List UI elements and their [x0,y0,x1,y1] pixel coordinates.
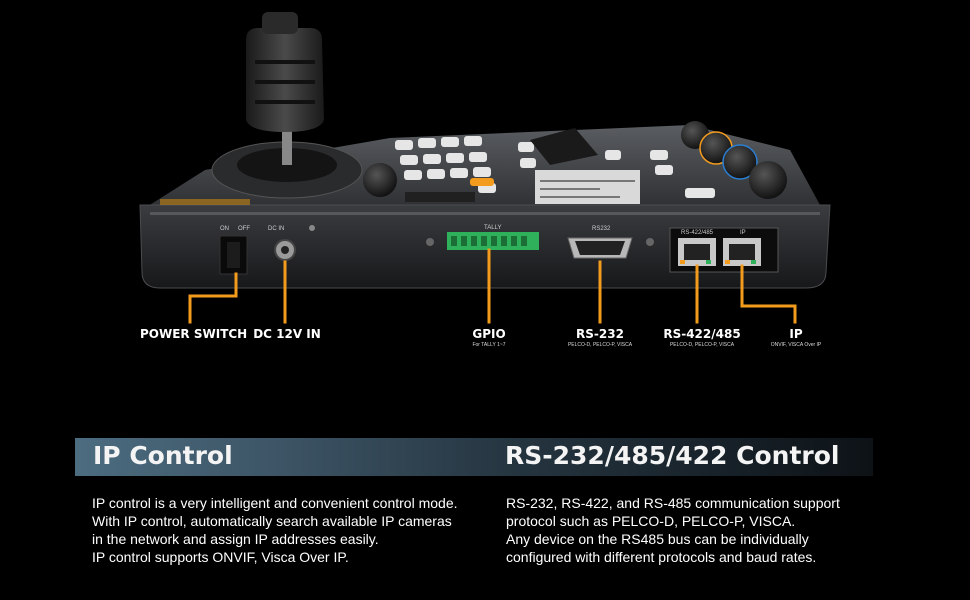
description-line: in the network and assign IP addresses e… [92,531,379,547]
callout-title: IP [789,327,803,341]
description-line: With IP control, automatically search av… [92,513,452,529]
serial-control-heading: RS-232/485/422 Control [505,441,840,470]
power-switch-leader [188,272,238,324]
callout-subtitle: ONVIF, VISCA Over IP [770,342,822,348]
callout-subtitle: For TALLY 1~7 [472,342,506,348]
description-line: RS-232, RS-422, and RS-485 communication… [506,495,840,511]
ip-control-heading: IP Control [93,441,233,470]
rs422-port-label: RS-422/485 [681,230,714,236]
callout-gpio: GPIO For TALLY 1~7 [459,327,519,348]
callout-rs232: RS-232 PELCO-D, PELCO-P, VISCA [560,327,640,348]
callout-subtitle: PELCO-D, PELCO-P, VISCA [669,342,735,348]
description-line: IP control supports ONVIF, Visca Over IP… [92,549,349,565]
dc-in-label: DC IN [268,226,284,232]
description-line: Any device on the RS485 bus can be indiv… [506,531,809,547]
callout-title: POWER SWITCH [140,327,248,341]
callout-title: GPIO [472,327,506,341]
ip-control-description: IP control is a very intelligent and con… [92,494,458,566]
switch-off-label: OFF [238,226,250,232]
description-line: protocol such as PELCO-D, PELCO-P, VISCA… [506,513,796,529]
ip-port-label: IP [740,230,746,236]
switch-on-label: ON [220,226,229,232]
description-line: configured with different protocols and … [506,549,817,565]
tally-label: TALLY [484,225,501,231]
callout-rs422: RS-422/485 PELCO-D, PELCO-P, VISCA [660,327,744,348]
section-banner: IP Control RS-232/485/422 Control [75,438,873,476]
callout-title: RS-232 [576,327,624,341]
ptz-controller-image: ON OFF DC IN TALLY RS232 RS-422/485 IP [139,12,831,324]
callout-dc-in: DC 12V IN [252,327,322,341]
ip-leader [740,264,797,324]
callout-subtitle: PELCO-D, PELCO-P, VISCA [567,342,633,348]
callout-title: DC 12V IN [253,327,321,341]
callout-ip: IP ONVIF, VISCA Over IP [760,327,832,348]
description-line: IP control is a very intelligent and con… [92,495,458,511]
rs232-port-label: RS232 [592,226,611,232]
serial-control-description: RS-232, RS-422, and RS-485 communication… [506,494,840,566]
callout-title: RS-422/485 [663,327,741,341]
callout-power-switch: POWER SWITCH [140,327,248,341]
